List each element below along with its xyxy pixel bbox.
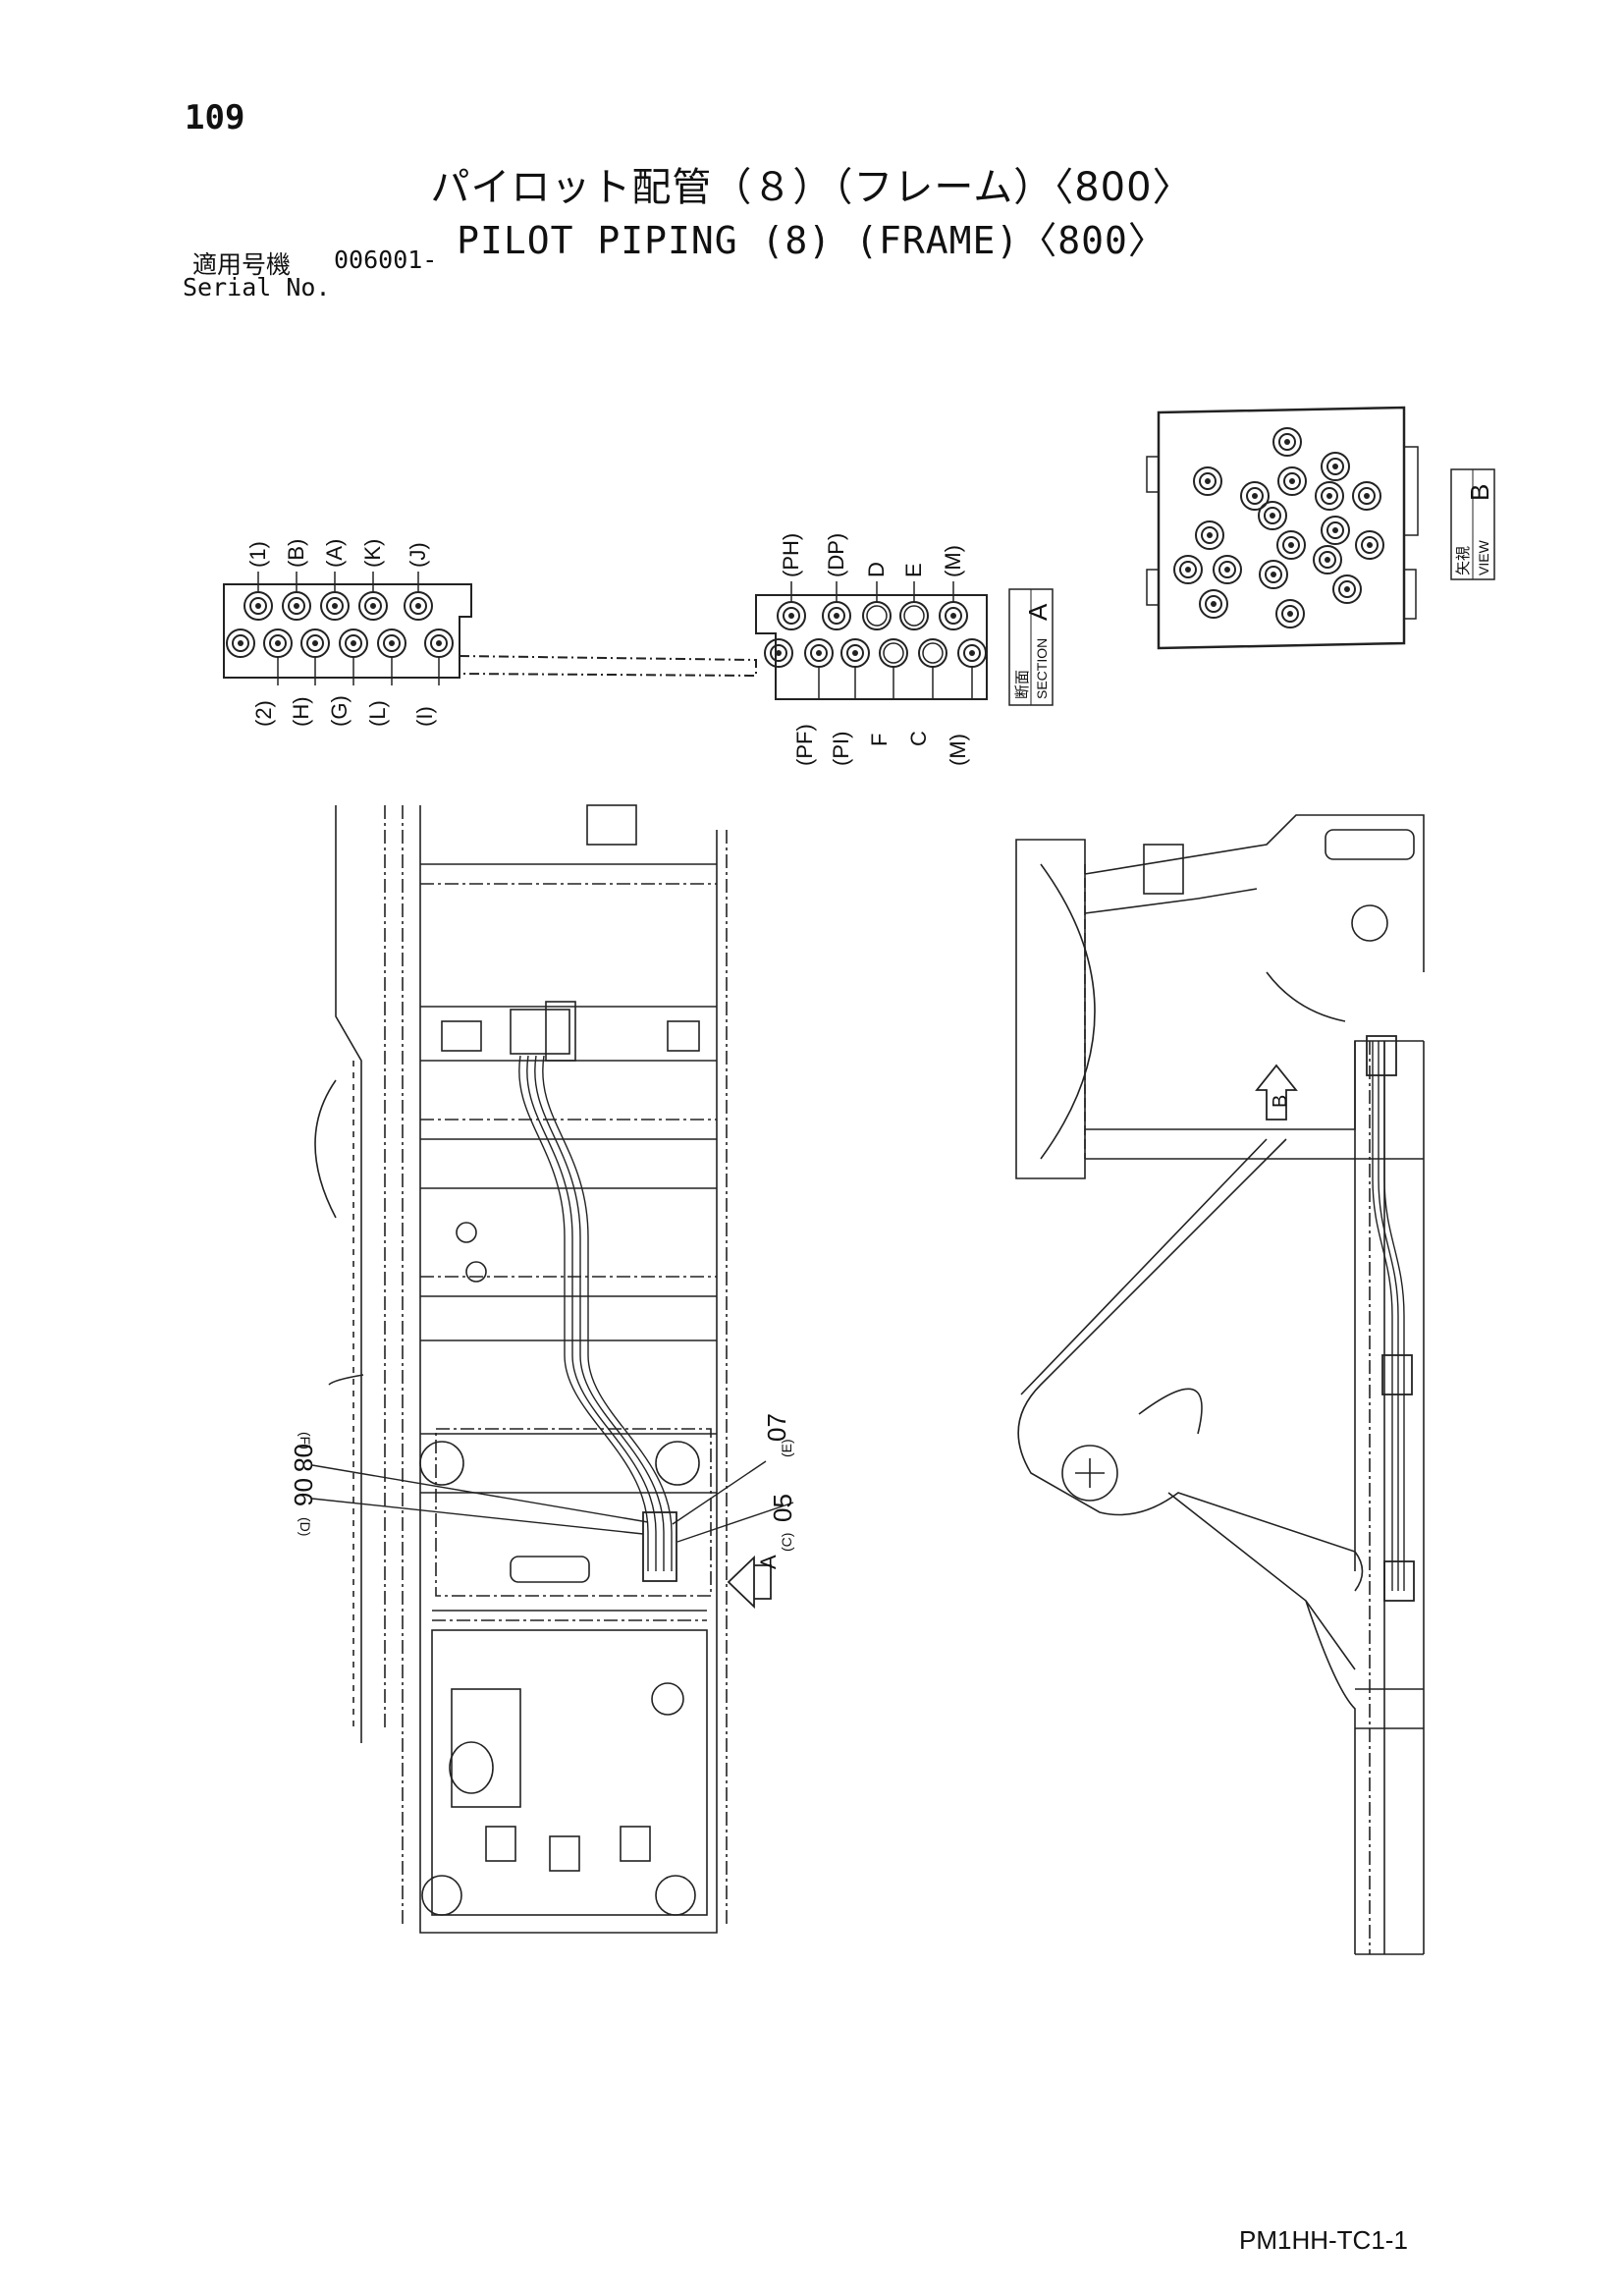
left-bottom-fittings — [226, 629, 454, 658]
section-a-right-block: (PH) (DP) D E (M) (PF) (PI) F C (M) — [755, 533, 988, 766]
callout-f: (F) — [298, 1432, 313, 1449]
callout-05: 05 — [768, 1494, 797, 1522]
section-tag-jp: 断面 — [1014, 670, 1031, 699]
serial-label-jp: 適用号機 — [192, 250, 292, 279]
view-b-tag: 矢視 VIEW B — [1450, 468, 1495, 580]
label-bottom-c: C — [906, 731, 931, 746]
serial-value: 006001- — [334, 246, 438, 274]
label-bottom-i: (I) — [412, 706, 437, 727]
label-bottom-m: (M) — [946, 734, 970, 766]
label-bottom-l: (L) — [365, 700, 390, 727]
serial-label-en: Serial No. — [183, 273, 331, 301]
view-b-arrow-letter: B — [1270, 1095, 1291, 1108]
view-tag-en: VIEW — [1476, 539, 1491, 575]
view-tag-letter: B — [1465, 484, 1494, 501]
callout-07: 07 — [762, 1413, 791, 1442]
callout-06: 06 — [289, 1478, 318, 1506]
view-b-arrow: B — [1255, 1064, 1298, 1121]
left-top-fittings — [243, 591, 433, 621]
label-bottom-h: (H) — [289, 696, 313, 727]
label-top-j: (J) — [406, 542, 430, 568]
section-a-arrow: A — [727, 1555, 781, 1610]
label-top-dp: (DP) — [824, 533, 848, 577]
section-a-arrow-letter: A — [756, 1555, 781, 1569]
label-top-e: E — [901, 563, 926, 577]
side-view-frame — [1015, 814, 1425, 1955]
label-top-a: (A) — [322, 539, 347, 568]
callout-d: (D) — [298, 1517, 313, 1536]
plan-view-hose-bundle — [518, 1055, 677, 1582]
label-bottom-f: F — [867, 734, 892, 746]
label-top-d: D — [864, 562, 889, 577]
side-view-hose-bundle — [1366, 1035, 1415, 1602]
label-bottom-pi: (PI) — [829, 732, 853, 766]
section-tag-en: SECTION — [1034, 638, 1050, 699]
section-a-tag: 断面 SECTION A — [1008, 588, 1054, 706]
view-b-valve-block — [1146, 406, 1419, 650]
section-a-left-block: (1) (B) (A) (K) (J) (2) (H) (G) (L) (I) — [223, 539, 757, 727]
page-number: 109 — [185, 98, 245, 137]
callout-e: (E) — [779, 1439, 794, 1457]
plan-view-frame — [314, 804, 728, 1934]
callout-08: 08 — [289, 1444, 318, 1472]
label-top-1: (1) — [245, 541, 270, 568]
label-bottom-2: (2) — [251, 700, 276, 727]
callout-c: (C) — [779, 1533, 794, 1552]
label-top-b: (B) — [284, 539, 308, 568]
label-bottom-g: (G) — [327, 695, 352, 727]
plan-view-callouts — [311, 1460, 794, 1543]
label-top-ph: (PH) — [779, 533, 803, 577]
label-bottom-pf: (PF) — [792, 724, 817, 766]
footer-code: PM1HH-TC1-1 — [1239, 2225, 1408, 2255]
title-english: PILOT PIPING (8) (FRAME)〈800〉 — [457, 219, 1166, 262]
label-top-m: (M) — [941, 545, 965, 577]
title-japanese: パイロット配管（８）（フレーム）〈800〉 — [430, 165, 1193, 210]
section-tag-letter: A — [1023, 603, 1053, 621]
view-tag-jp: 矢視 — [1455, 546, 1472, 575]
label-top-k: (K) — [360, 539, 385, 568]
